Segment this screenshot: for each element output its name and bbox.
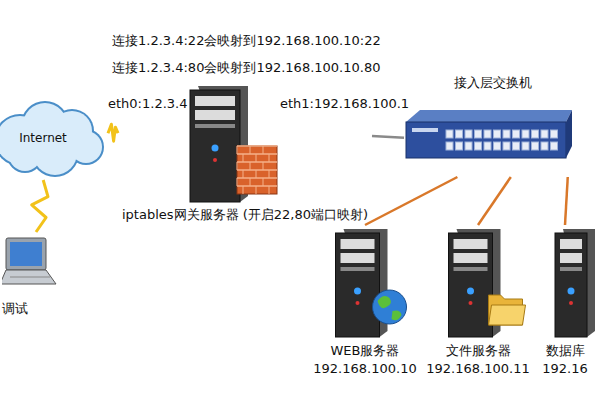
mapping-note: 连接1.2.3.4:80会映射到192.168.100.10.80	[112, 60, 380, 76]
network-cable	[478, 177, 511, 225]
server-db-icon	[532, 225, 598, 342]
web-server: WEB服务器192.168.100.10	[310, 225, 421, 378]
server-file-icon	[423, 225, 534, 342]
interface-label: eth0:1.2.3.4	[108, 96, 187, 112]
wireless-link	[108, 124, 118, 141]
node-title: 文件服务器	[423, 342, 534, 360]
node-title: WEB服务器	[310, 342, 421, 360]
network-cable	[565, 177, 568, 225]
file-server: 文件服务器192.168.100.11	[423, 225, 534, 378]
mapping-note: 连接1.2.3.4:22会映射到192.168.100.10:22	[112, 33, 381, 49]
network-cable	[365, 177, 457, 225]
node-title: 数据库	[532, 342, 598, 360]
node-title: 接入层交换机	[404, 74, 582, 92]
switch-icon	[404, 92, 582, 177]
ip-address: 192.168.100.11	[423, 360, 534, 378]
server-web-icon	[310, 225, 421, 342]
node-title: iptables网关服务器 (开启22,80端口映射)	[118, 206, 372, 224]
ip-address: 192.16	[532, 360, 598, 378]
db-server: 数据库192.16	[532, 225, 598, 378]
laptop: 调试	[2, 232, 70, 318]
cloud-node: Internet	[0, 95, 108, 180]
network-cable	[372, 136, 404, 138]
node-title: 调试	[2, 300, 70, 318]
node-title: Internet	[19, 129, 67, 147]
wireless-link	[32, 180, 48, 232]
ip-address: 192.168.100.10	[310, 360, 421, 378]
laptop-icon	[2, 232, 70, 300]
interface-label: eth1:192.168.100.1	[280, 96, 409, 112]
access-switch: 接入层交换机	[404, 74, 582, 177]
